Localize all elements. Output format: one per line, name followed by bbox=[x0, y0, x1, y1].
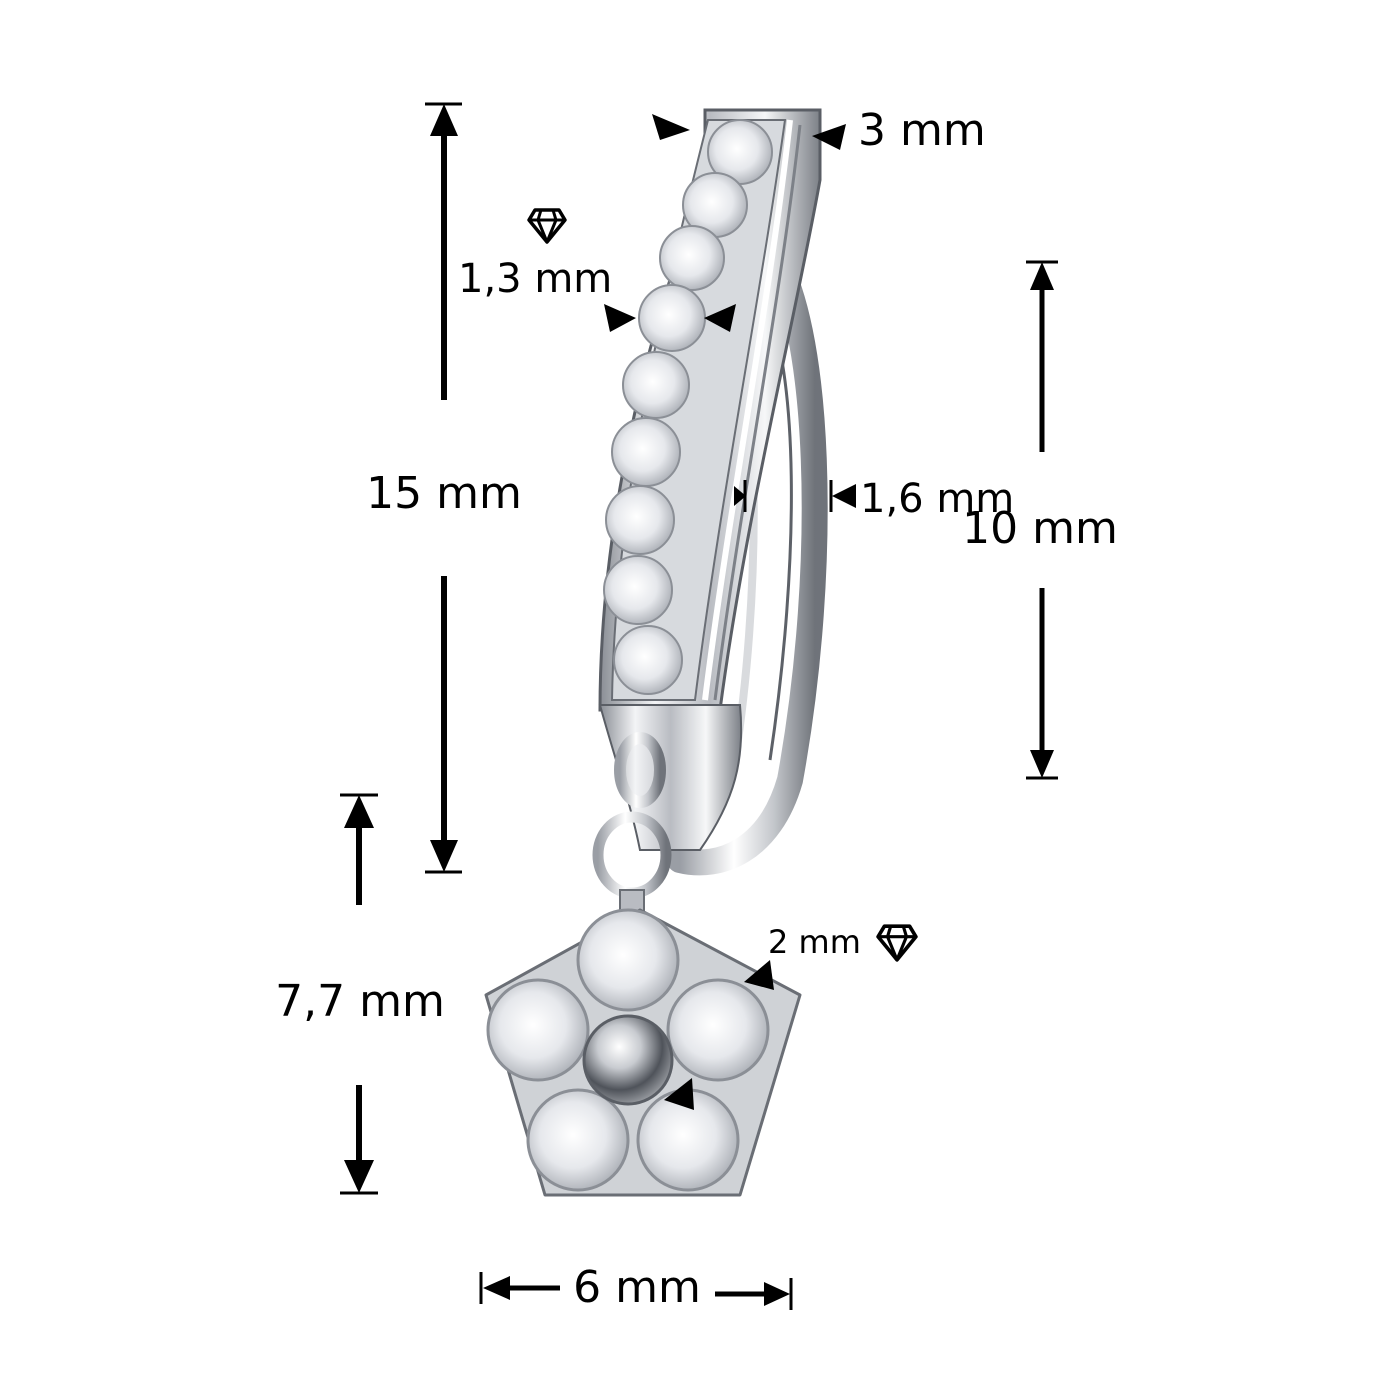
bar-stone bbox=[603, 555, 673, 625]
dangle-length-label: 7,7 mm bbox=[275, 976, 445, 1027]
bar-stone-size-label: 1,3 mm bbox=[458, 256, 612, 302]
diamond-icon bbox=[876, 924, 918, 962]
dimension-total-length: 15 mm bbox=[366, 102, 522, 874]
bar-stone bbox=[613, 625, 683, 695]
bar-stone bbox=[611, 417, 681, 487]
bar-stone bbox=[622, 351, 690, 419]
dimension-dangle-length: 7,7 mm bbox=[275, 793, 445, 1195]
dimension-flower-stone: 2 mm bbox=[664, 923, 918, 1110]
curved-wire bbox=[667, 237, 828, 876]
bar-width-label: 3 mm bbox=[858, 105, 986, 156]
flower-petal-stone bbox=[526, 1088, 630, 1192]
dimension-flower-width: 6 mm bbox=[479, 1262, 793, 1313]
jump-rings bbox=[592, 732, 672, 921]
flower-stone-size-label: 2 mm bbox=[768, 923, 861, 961]
dimension-curve-length: 10 mm bbox=[962, 260, 1118, 780]
dimension-bar-stone: 1,3 mm bbox=[458, 208, 736, 332]
wire-thickness-label: 1,6 mm bbox=[860, 476, 1014, 522]
flower-charm bbox=[484, 908, 802, 1197]
diamond-icon bbox=[527, 208, 567, 244]
bar-stone bbox=[659, 225, 725, 291]
dimension-annotations: 15 mm 3 mm 1,3 mm 1,6 mm bbox=[275, 102, 1118, 1313]
bar-stones bbox=[603, 119, 773, 695]
dimension-bar-width: 3 mm bbox=[652, 105, 986, 156]
flower-width-label: 6 mm bbox=[573, 1262, 701, 1313]
flower-petal-stone bbox=[486, 978, 590, 1082]
dimension-wire-thickness: 1,6 mm bbox=[734, 476, 1014, 522]
flower-petal-stone bbox=[666, 978, 770, 1082]
bar-stone bbox=[638, 284, 706, 352]
total-length-label: 15 mm bbox=[366, 468, 522, 519]
flower-center-ball bbox=[582, 1014, 674, 1106]
curve-length-label: 10 mm bbox=[962, 503, 1118, 554]
bar-stone bbox=[605, 485, 675, 555]
flower-petal-stone bbox=[576, 908, 680, 1012]
belly-ring-illustration bbox=[484, 108, 828, 1197]
